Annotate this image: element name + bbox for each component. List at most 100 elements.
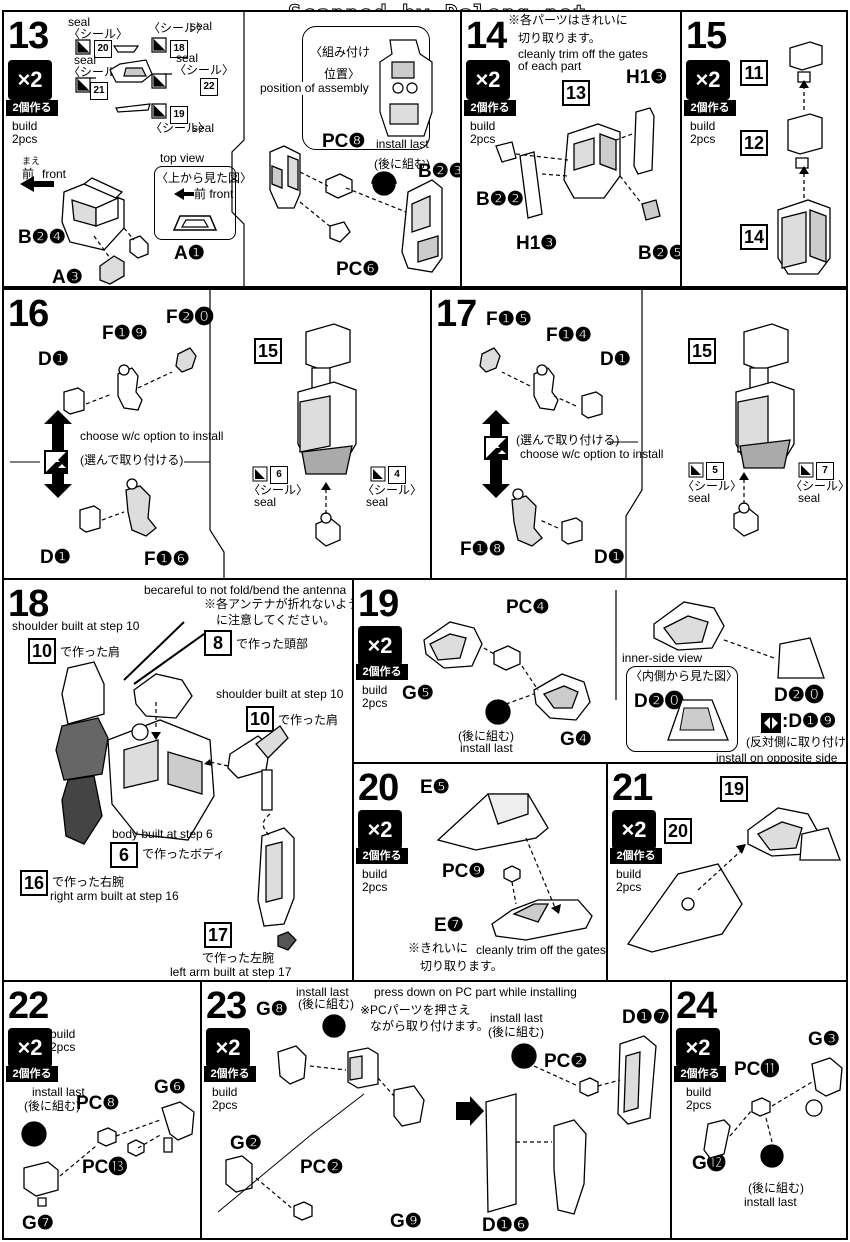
step15-art — [777, 41, 831, 275]
part-f15: F❶❺ — [486, 309, 532, 330]
trim-note: cleanly trim off the gates — [476, 943, 606, 957]
step21-art — [626, 807, 841, 953]
part-g6: G❻ — [154, 1077, 186, 1098]
front-jp: 前 — [22, 167, 35, 181]
build-label: build — [616, 867, 642, 881]
part-d1: D❶ — [38, 349, 69, 370]
build-label: build — [470, 119, 496, 133]
ref-16: 16 — [20, 870, 48, 896]
install-last: install last — [460, 741, 513, 755]
assembly-position-art — [379, 39, 433, 137]
ref-8: 8 — [204, 630, 232, 656]
build-label: build — [362, 683, 388, 697]
top-view-label: top view — [160, 151, 205, 165]
seal-jp: 〈シール〉 — [362, 483, 423, 497]
ref-10: 10 — [246, 706, 274, 732]
part-pc11: PC⓫ — [734, 1059, 780, 1080]
ref-11: 11 — [740, 60, 768, 86]
part-g9: G❾ — [390, 1211, 422, 1232]
left-arm-note: left arm built at step 17 — [170, 965, 292, 979]
step-13-panel: 13 ×2 2個作る build 2pcs seal 〈シール〉 20 seal… — [2, 10, 460, 288]
step-number: 20 — [358, 767, 399, 809]
part-e5: E❺ — [420, 777, 450, 798]
step14-art — [495, 107, 661, 221]
ref-20: 20 — [664, 818, 692, 844]
seal-label: seal — [190, 19, 213, 33]
install-last-jp: (後に組む) — [24, 1099, 80, 1113]
seal-18: 18 — [170, 40, 188, 58]
ref-8-jp: で作った頭部 — [236, 637, 309, 651]
seal-jp: 〈シール〉 — [150, 121, 211, 135]
part-d17: D❶❼ — [622, 1007, 670, 1028]
trim-note: of each part — [518, 59, 582, 73]
ref-14: 14 — [740, 224, 768, 250]
install-last-jp: (後に組む) — [748, 1181, 804, 1195]
choose-option-icon — [484, 436, 508, 460]
step-18-panel: 18 becareful to not fold/bend the antenn… — [2, 578, 354, 982]
step23-right-art — [485, 1035, 657, 1215]
shoulder-note: shoulder built at step 10 — [216, 687, 344, 701]
part-b22: B❷❷ — [476, 189, 524, 210]
part-d16: D❶❻ — [482, 1215, 530, 1236]
step17-body-art — [733, 323, 795, 537]
install-last: install last — [490, 1011, 543, 1025]
step-number: 24 — [676, 985, 717, 1027]
step-14-panel: 14 ×2 2個作る build 2pcs ※各パーツはきれいに 切り取ります。… — [460, 10, 682, 288]
build-label: build — [690, 119, 716, 133]
ref-19: 19 — [720, 776, 748, 802]
part-b23: B❷❸ — [418, 161, 460, 182]
part-d1: D❶ — [40, 547, 71, 568]
part-f14: F❶❹ — [546, 325, 592, 346]
part-f16: F❶❻ — [144, 549, 190, 570]
install-last-jp: (後に組む) — [488, 1025, 544, 1039]
inner-view-jp: 〈内側から見た図〉 — [630, 669, 739, 683]
pcs-label: 2pcs — [362, 880, 388, 894]
seal-22: 22 — [200, 78, 218, 96]
inner-view-art — [667, 699, 729, 741]
front-arrow: まえ — [20, 156, 54, 192]
inner-view-label: inner-side view — [622, 651, 703, 665]
step-20-panel: 20 ×2 2個作る build 2pcs E❺ PC❾ E❼ ※きれいに 切り… — [352, 762, 608, 982]
seal-label: seal — [366, 495, 389, 509]
part-f20: F❷⓿ — [166, 307, 214, 328]
seal-icon — [798, 462, 814, 478]
svg-text:まえ: まえ — [22, 156, 40, 166]
press-note-jp: ※PCパーツを押さえ — [360, 1003, 471, 1017]
step-number: 22 — [8, 985, 49, 1027]
step-number: 17 — [436, 293, 477, 335]
part-pc8: PC❽ — [322, 131, 366, 152]
build-label: build — [686, 1085, 712, 1099]
seal-jp: 〈シール〉 — [248, 483, 309, 497]
top-view-art — [172, 188, 218, 231]
seal-jp: 〈シール〉 — [148, 21, 209, 35]
seal-label: seal — [74, 53, 97, 67]
antenna-note-jp: に注意してください。 — [216, 613, 336, 627]
ref-15: 15 — [688, 338, 716, 364]
seal-icon — [370, 466, 386, 482]
ref-17-jp: で作った左腕 — [202, 951, 275, 965]
x2-badge: ×2 — [358, 626, 402, 666]
step20-art — [436, 793, 593, 941]
x2-sub: 2個作る — [684, 100, 736, 116]
pcs-label: 2pcs — [690, 132, 716, 146]
step-number: 13 — [8, 15, 49, 57]
part-f19: F❶❾ — [102, 323, 148, 344]
ref-12: 12 — [740, 130, 768, 156]
choose-option: choose w/c option to install — [80, 429, 224, 443]
x2-badge: ×2 — [358, 810, 402, 850]
trim-jp: ※きれいに — [408, 941, 469, 955]
step23-left-art — [218, 1014, 425, 1221]
step-21-panel: 21 ×2 2個作る build 2pcs 19 20 — [606, 762, 848, 982]
x2-sub: 2個作る — [464, 100, 516, 116]
trim-note-jp: ※各パーツはきれいに — [508, 13, 628, 27]
build-label: build — [212, 1085, 238, 1099]
part-d1: D❶ — [600, 349, 631, 370]
body-note: body built at step 6 — [112, 827, 213, 841]
front-label: front — [42, 167, 67, 181]
seal-jp: 〈シール〉 — [790, 479, 848, 493]
antenna-note-jp: ※各アンテナが折れないよう — [204, 597, 354, 611]
seal-5: 5 — [706, 462, 724, 480]
antenna-note: becareful to not fold/bend the antenna — [144, 583, 347, 597]
shoulder-note: shoulder built at step 10 — [12, 619, 140, 633]
x2-sub: 2個作る — [674, 1066, 726, 1082]
